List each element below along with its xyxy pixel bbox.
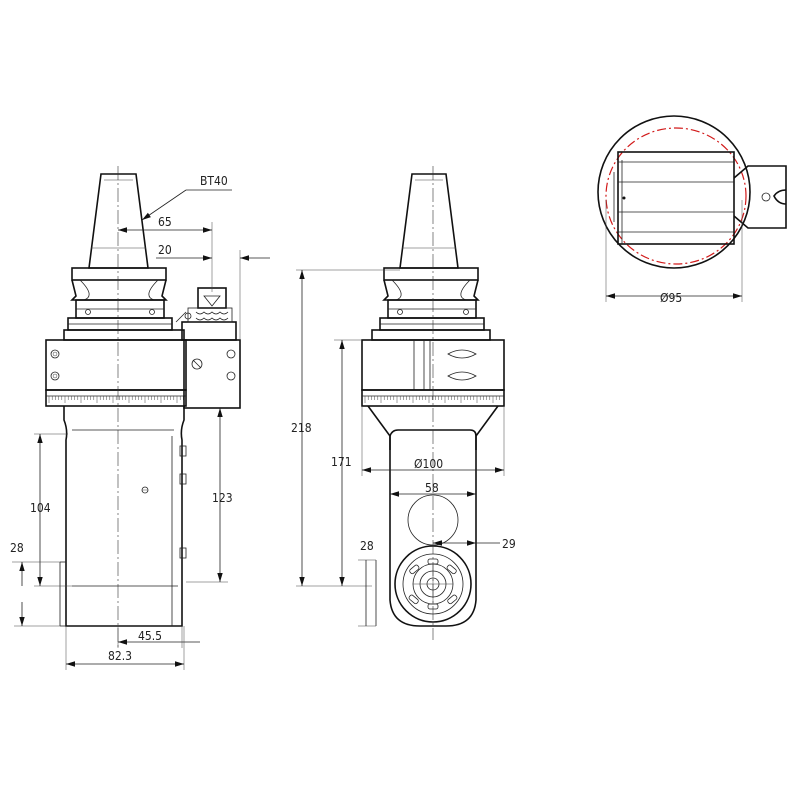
side-flange xyxy=(371,267,491,341)
top-housing-rect xyxy=(617,151,735,245)
dim-29: 29 xyxy=(502,537,516,551)
dim-218: 218 xyxy=(291,421,312,435)
dim-28-side: 28 xyxy=(360,539,374,553)
scale-ticks xyxy=(48,396,184,403)
top-hidden-outline xyxy=(605,127,747,265)
top-clamp-tab xyxy=(733,165,787,229)
dim-diameter-95: Ø95 xyxy=(660,291,682,305)
dim-171: 171 xyxy=(331,455,352,469)
dim-20: 20 xyxy=(158,243,172,257)
dim-diameter-100: Ø100 xyxy=(414,457,443,471)
bt40-label: BT40 xyxy=(200,174,228,188)
dim-82-3: 82.3 xyxy=(108,649,132,663)
side-taper-shank xyxy=(399,173,459,269)
dim-28-front: 28 xyxy=(10,541,24,555)
side-lower-body xyxy=(389,450,477,627)
angle-scale xyxy=(45,389,187,407)
tool-flange xyxy=(63,267,185,341)
main-housing xyxy=(45,339,187,391)
dim-58: 58 xyxy=(425,481,439,495)
dim-123: 123 xyxy=(212,491,233,505)
top-outer-circle xyxy=(597,115,751,269)
top-view: Ø95 xyxy=(597,115,787,305)
taper-shank xyxy=(88,173,149,269)
lower-body xyxy=(59,406,187,627)
dim-65: 65 xyxy=(158,215,172,229)
front-view: BT40 65 20 123 104 28 45.5 82. xyxy=(10,166,270,670)
side-view: 218 171 Ø100 58 29 28 xyxy=(291,166,516,640)
dim-104: 104 xyxy=(30,501,51,515)
side-scale-ticks xyxy=(364,396,500,403)
dim-45-5: 45.5 xyxy=(138,629,162,643)
